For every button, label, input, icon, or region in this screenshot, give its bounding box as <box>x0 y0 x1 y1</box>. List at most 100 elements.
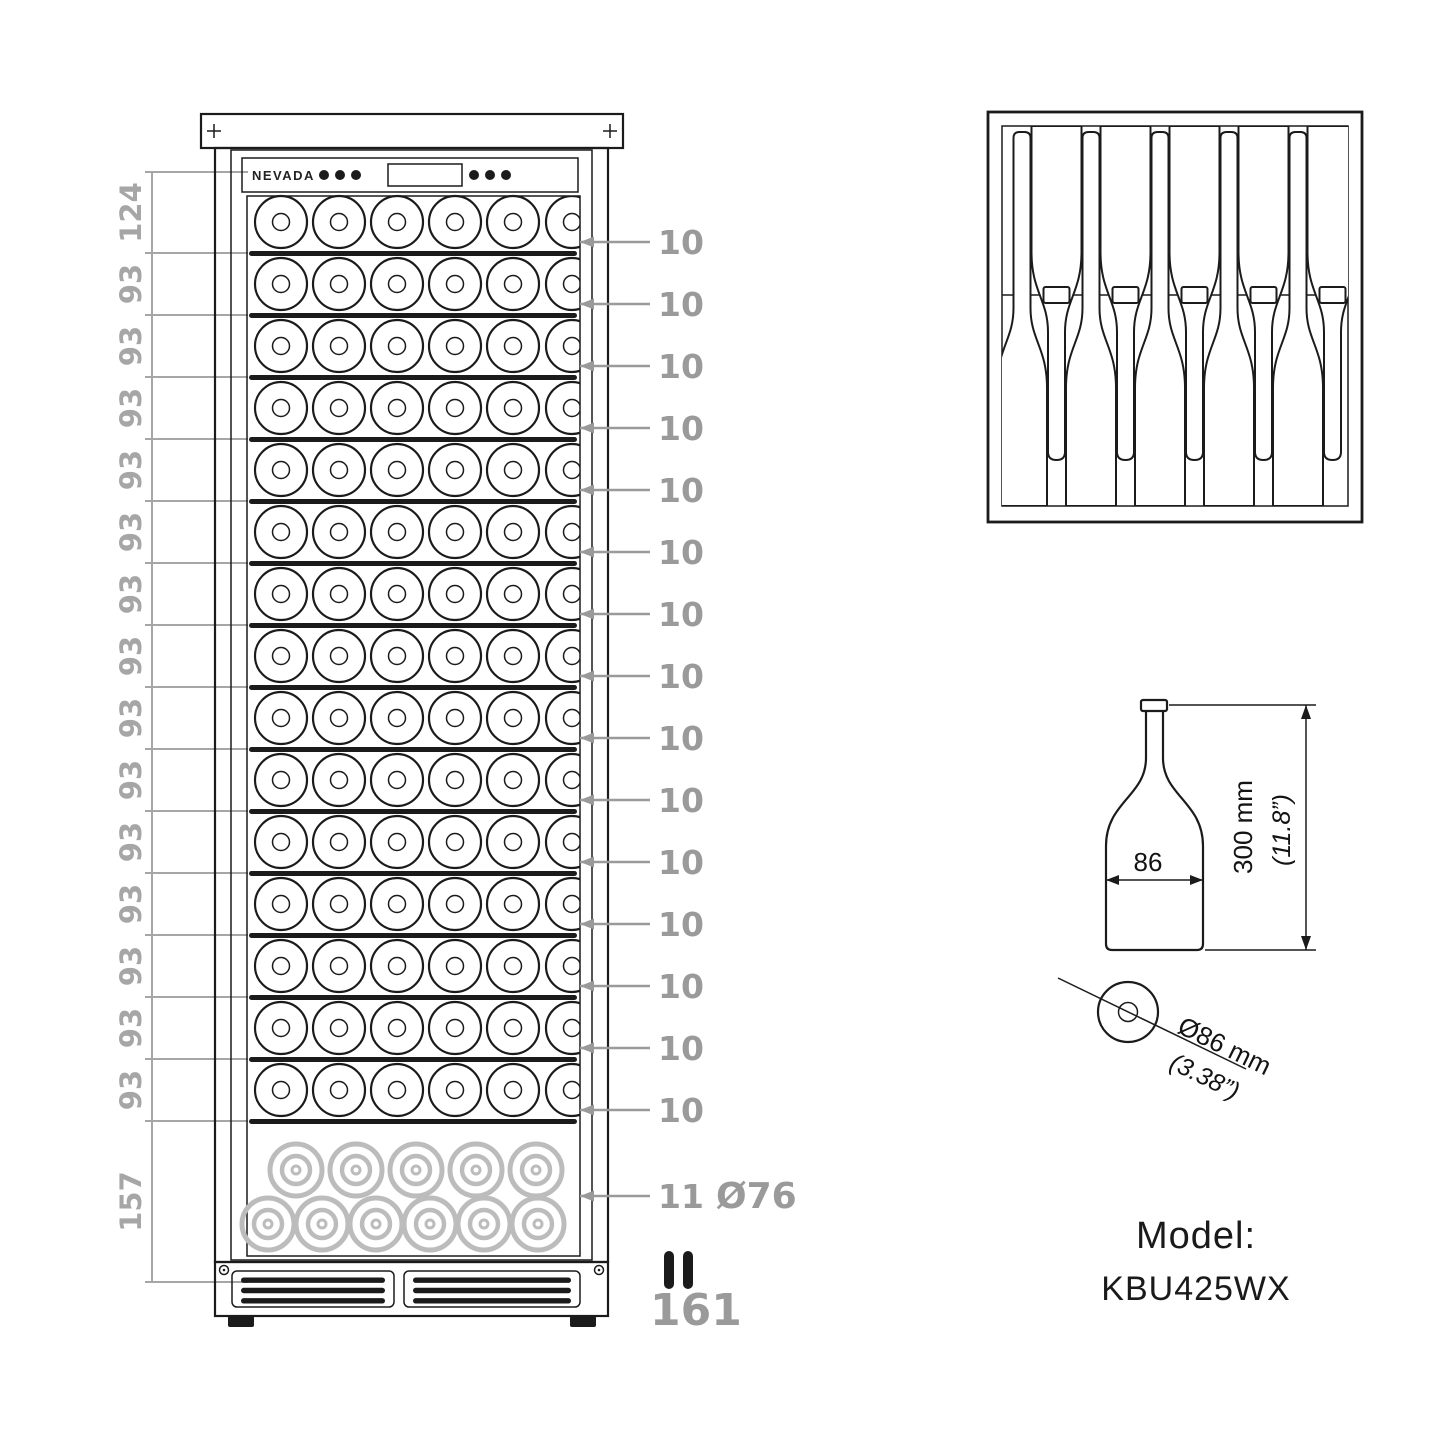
control-button[interactable] <box>485 170 495 180</box>
bottle-cap <box>271 1018 291 1038</box>
bottle-cap <box>329 956 349 976</box>
bottle-diameter-figure: Ø86 mm (3.38”) <box>1057 977 1276 1106</box>
bottle-top <box>369 876 425 932</box>
shelf-board[interactable] <box>249 1057 577 1062</box>
bottle-arrangement-detail <box>986 110 1364 524</box>
leader-arrow <box>580 546 594 558</box>
shelf-board[interactable] <box>249 313 577 318</box>
bottle-top <box>485 318 541 374</box>
bottle-top <box>427 1062 483 1118</box>
control-button[interactable] <box>351 170 361 180</box>
bottle-top <box>253 1062 309 1118</box>
bottle-top <box>253 318 309 374</box>
control-button[interactable] <box>501 170 511 180</box>
bottle-top <box>311 318 367 374</box>
arrowhead <box>1106 875 1119 885</box>
shelf-board[interactable] <box>249 499 577 504</box>
bottle-cap <box>445 894 465 914</box>
bottle-cap <box>271 460 291 480</box>
shelf-board[interactable] <box>249 809 577 814</box>
shelf-board[interactable] <box>249 685 577 690</box>
shelf-board[interactable] <box>249 995 577 1000</box>
bottle-top <box>311 1000 367 1056</box>
base-plinth <box>213 1260 610 1318</box>
dimension-label: 93 <box>114 388 148 428</box>
bottle-top <box>485 442 541 498</box>
vent-grilles <box>231 1270 581 1308</box>
control-button[interactable] <box>319 170 329 180</box>
bulk-bottle <box>509 1195 567 1253</box>
neck-clip <box>1111 286 1140 304</box>
leader-arrow <box>580 1190 594 1202</box>
bottle-cap <box>329 1018 349 1038</box>
shelf-capacity-label: 10 <box>658 657 704 696</box>
bottle-cap <box>271 956 291 976</box>
shelf-row: 10 <box>249 752 704 820</box>
base-screw <box>218 1264 230 1276</box>
shelf-capacity-label: 10 <box>658 1029 704 1068</box>
bottle-cap <box>387 212 407 232</box>
vent-grille <box>231 1270 395 1308</box>
bottle-width-label: 86 <box>1134 847 1163 877</box>
shelf-board[interactable] <box>249 933 577 938</box>
bottle-top <box>253 194 309 250</box>
shelf-board[interactable] <box>249 747 577 752</box>
leader-arrow <box>580 608 594 620</box>
dimension-label: 93 <box>114 822 148 862</box>
bottle-cap <box>445 274 465 294</box>
dimension-label: 93 <box>114 574 148 614</box>
control-button[interactable] <box>469 170 479 180</box>
bottle-cap <box>503 398 523 418</box>
shelf-board[interactable] <box>249 437 577 442</box>
shelf-capacity-label: 10 <box>658 223 704 262</box>
shelf-row: 10 <box>249 442 704 510</box>
bottle-top-partial <box>544 566 580 622</box>
shelf-board[interactable] <box>249 375 577 380</box>
bulk-bottle <box>447 1141 505 1199</box>
bottle-top-partial <box>544 318 580 374</box>
bottle-cap <box>445 212 465 232</box>
bottle-top <box>369 504 425 560</box>
shelf-board[interactable] <box>249 561 577 566</box>
bottle-upright <box>1002 131 1048 506</box>
rack-bottles <box>1002 126 1348 506</box>
bottle-cap <box>329 522 349 542</box>
shelf-board[interactable] <box>249 251 577 256</box>
leader-arrow <box>580 980 594 992</box>
bottle-top <box>485 256 541 312</box>
dimension-label: 93 <box>114 698 148 738</box>
bottle-top <box>369 1062 425 1118</box>
bottle-cap <box>503 336 523 356</box>
shelf-row: 10 <box>249 938 704 1006</box>
diameter-leader-line <box>1057 977 1247 1070</box>
bottle-top <box>485 380 541 436</box>
shelf-capacity-label: 10 <box>658 595 704 634</box>
control-button[interactable] <box>335 170 345 180</box>
shelf-board[interactable] <box>249 623 577 628</box>
leader-arrow <box>580 236 594 248</box>
bottle-top <box>427 938 483 994</box>
neck-clip <box>1318 286 1347 304</box>
bottle-cap <box>387 398 407 418</box>
bottle-cap <box>329 894 349 914</box>
shelf-row: 10 <box>249 256 704 324</box>
shelf-board[interactable] <box>249 871 577 876</box>
bottle-top <box>311 380 367 436</box>
bottle-top <box>369 256 425 312</box>
depth-label: 161 <box>650 1285 742 1336</box>
bottle-top <box>253 504 309 560</box>
bottle-top <box>369 318 425 374</box>
bottle-upright <box>1134 131 1186 506</box>
shelf-board[interactable] <box>249 1119 577 1124</box>
bottle-cap <box>271 398 291 418</box>
model-caption: Model: <box>1136 1215 1256 1257</box>
bottle-height-imperial-label: (11.8”) <box>1268 794 1296 866</box>
shelf-row: 10 <box>249 194 704 262</box>
bottle-lip <box>1139 698 1169 713</box>
bottle-cap <box>271 646 291 666</box>
bottle-height-figure: 86 300 mm (11.8”) <box>1104 698 1316 952</box>
bottle-top <box>427 1000 483 1056</box>
bottle-upright <box>1272 131 1324 506</box>
